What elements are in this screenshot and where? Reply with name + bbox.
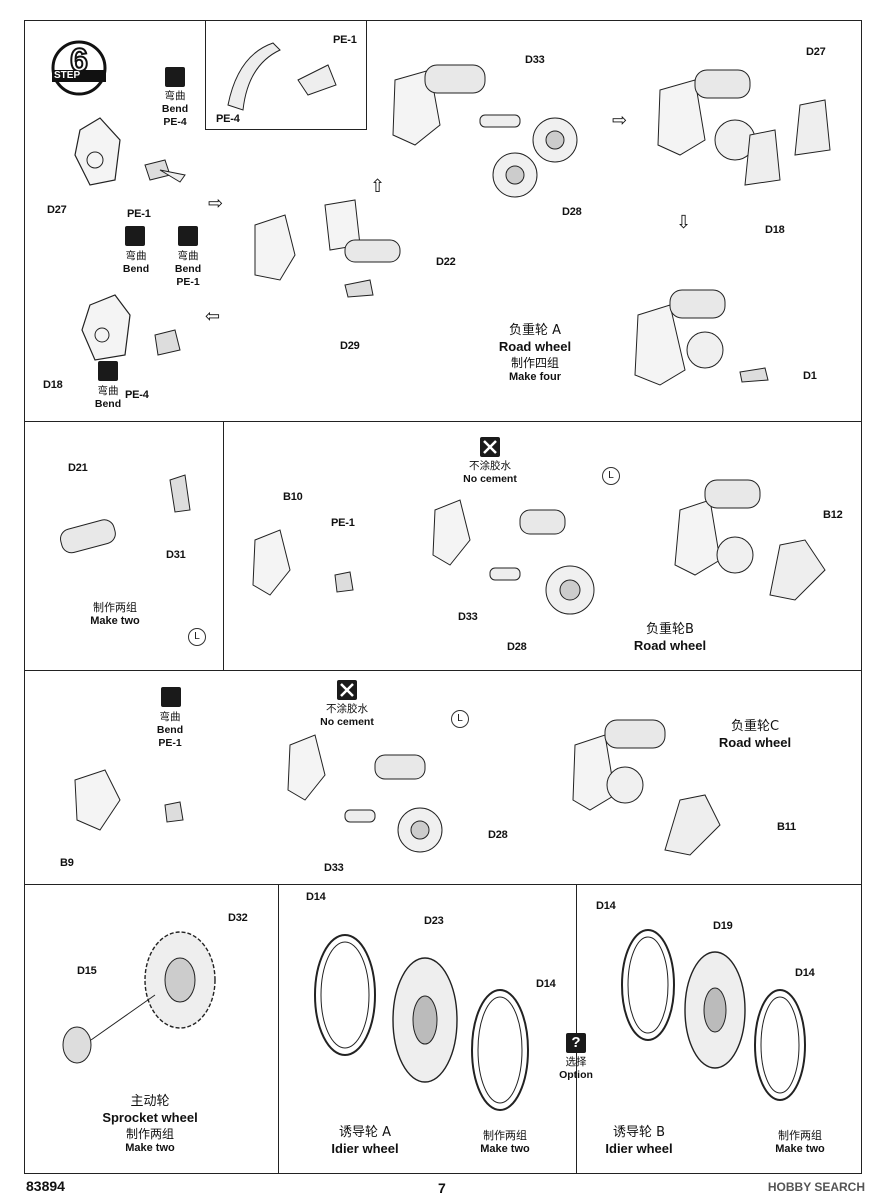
label-pe1: PE-1	[333, 34, 357, 46]
label-d14: D14	[596, 900, 616, 912]
label-d14: D14	[306, 891, 326, 903]
caption-road-wheel-a: 负重轮 A Road wheel 制作四组 Make four	[498, 323, 572, 383]
label-d22: D22	[436, 256, 456, 268]
caption-make-two-2: 制作两组 Make two	[480, 1129, 530, 1155]
divider-v2	[278, 884, 279, 1174]
label-pe4: PE-4	[125, 389, 149, 401]
caption-idler-b: 诱导轮 B Idier wheel	[605, 1125, 673, 1157]
arrow-icon: ⇩	[676, 212, 692, 232]
caption-road-wheel-b: 负重轮B Road wheel	[633, 622, 707, 654]
label-b10: B10	[283, 491, 303, 503]
label-d15: D15	[77, 965, 97, 977]
pe-parts-drawing	[227, 42, 337, 111]
label-d27: D27	[806, 46, 826, 58]
sprocket-wheel-drawing	[62, 931, 216, 1064]
label-d18: D18	[765, 224, 785, 236]
left-side-mark: L	[602, 467, 620, 485]
step-label: STEP	[54, 70, 81, 81]
road-wheel-c-drawing	[287, 734, 443, 853]
label-d31: D31	[166, 549, 186, 561]
caption-make-two-3: 制作两组 Make two	[775, 1129, 825, 1155]
caption-idler-a: 诱导轮 A Idier wheel	[331, 1125, 399, 1157]
label-d14: D14	[795, 967, 815, 979]
bend-icon	[165, 67, 185, 87]
label-d33: D33	[525, 54, 545, 66]
shock-absorber-drawing	[60, 474, 191, 554]
bend-icon	[161, 687, 181, 707]
label-d19: D19	[713, 920, 733, 932]
step-badge-icon	[51, 40, 107, 96]
arrow-icon: ⇨	[612, 110, 628, 130]
no-cement-icon	[337, 680, 357, 700]
product-code: 83894	[26, 1178, 65, 1194]
watermark: HOBBY SEARCH	[767, 1180, 865, 1194]
road-wheel-b-drawing	[674, 479, 826, 601]
divider-1	[24, 421, 862, 422]
label-d33: D33	[324, 862, 344, 874]
label-b12: B12	[823, 509, 843, 521]
road-wheel-assembly-drawing	[392, 64, 578, 198]
label-d29: D29	[340, 340, 360, 352]
road-wheel-b-drawing	[432, 499, 595, 615]
label-d28: D28	[562, 206, 582, 218]
idler-wheel-a-drawing	[314, 934, 529, 1111]
bend-icon	[125, 226, 145, 246]
page-number: 7	[438, 1180, 446, 1196]
label-d28: D28	[488, 829, 508, 841]
idler-wheel-b-drawing	[621, 929, 806, 1101]
step-badge: 6 STEP	[48, 40, 110, 96]
page-frame	[24, 20, 862, 1174]
left-side-mark: L	[451, 710, 469, 728]
inset-box	[205, 20, 367, 130]
arrow-icon: ⇨	[208, 193, 224, 213]
bend-icon	[98, 361, 118, 381]
road-wheel-b-drawing	[252, 529, 354, 596]
label-d14: D14	[536, 978, 556, 990]
road-wheel-assembly-drawing	[254, 199, 401, 298]
label-pe4: PE-4	[216, 113, 240, 125]
step-number: 6	[69, 41, 89, 79]
caption-road-wheel-c: 负重轮C Road wheel	[718, 719, 792, 751]
label-d18: D18	[43, 379, 63, 391]
label-d21: D21	[68, 462, 88, 474]
left-side-mark: L	[188, 628, 206, 646]
road-wheel-c-drawing	[74, 769, 184, 831]
label-d28: D28	[507, 641, 527, 653]
caption-sprocket: 主动轮 Sprocket wheel 制作两组 Make two	[102, 1094, 198, 1154]
caption-make-two-1: 制作两组 Make two	[90, 601, 140, 627]
divider-v1	[223, 421, 224, 670]
suspension-arm-drawing	[74, 117, 186, 186]
label-d23: D23	[424, 915, 444, 927]
road-wheel-assembly-drawing	[657, 69, 831, 186]
label-d33: D33	[458, 611, 478, 623]
divider-3	[24, 884, 862, 885]
label-b11: B11	[777, 821, 796, 833]
label-b9: B9	[60, 857, 74, 869]
divider-2	[24, 670, 862, 671]
arrow-icon: ⇦	[205, 306, 221, 326]
label-d32: D32	[228, 912, 248, 924]
road-wheel-c-drawing	[572, 719, 721, 856]
divider-v3	[576, 884, 577, 1174]
bend-icon	[178, 226, 198, 246]
label-d1: D1	[803, 370, 817, 382]
option-icon: ?	[566, 1033, 586, 1053]
suspension-arm-drawing	[81, 294, 181, 361]
label-pe1: PE-1	[127, 208, 151, 220]
label-d27: D27	[47, 204, 67, 216]
no-cement-icon	[480, 437, 500, 457]
arrow-icon: ⇧	[370, 176, 386, 196]
road-wheel-assembly-drawing	[634, 289, 769, 386]
label-pe1: PE-1	[331, 517, 355, 529]
